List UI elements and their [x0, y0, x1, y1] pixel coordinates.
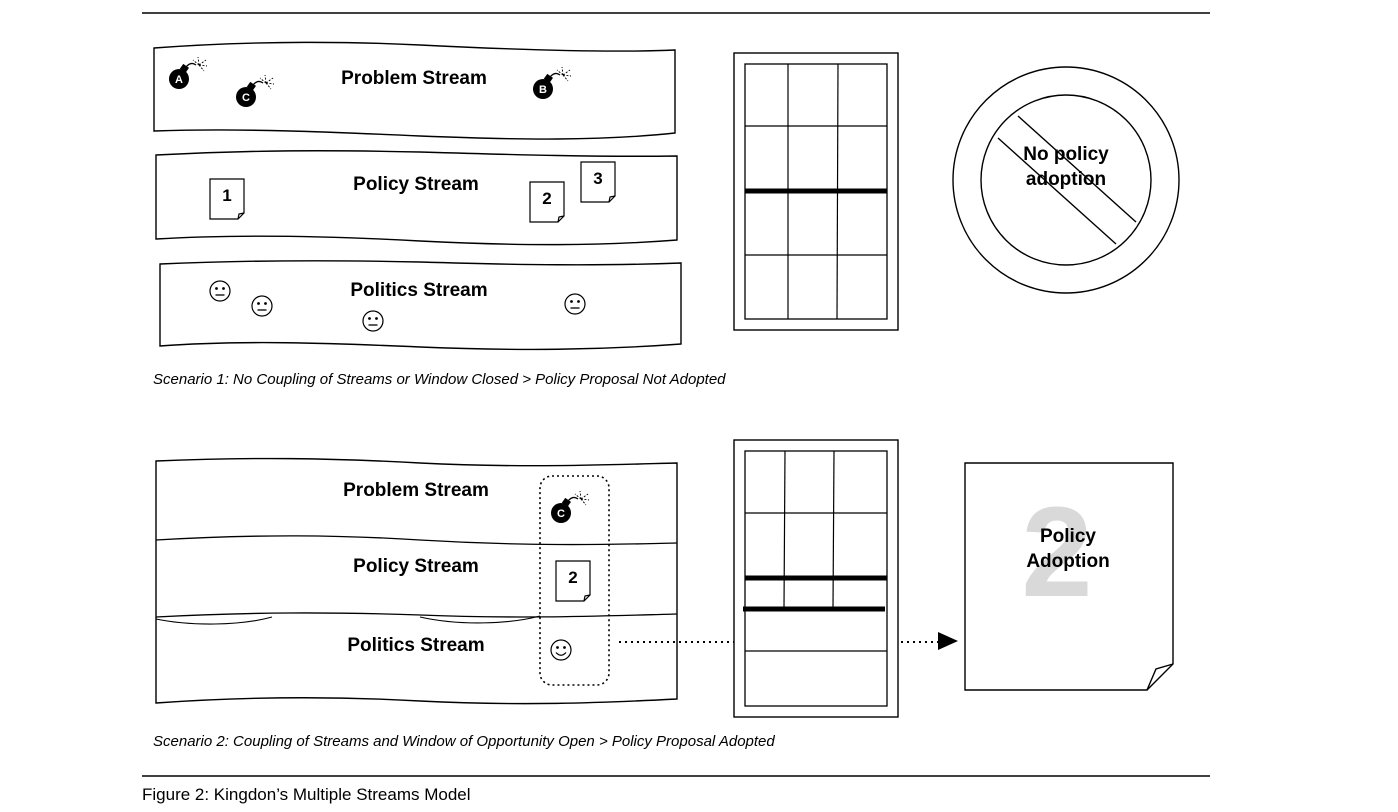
policy-stream-label: Policy Stream — [353, 556, 479, 577]
scenario-2-caption: Scenario 2: Coupling of Streams and Wind… — [153, 733, 775, 750]
document-icon: 2 — [529, 181, 565, 223]
bomb-label: A — [175, 74, 183, 86]
neutral-face-icon — [251, 295, 273, 317]
bomb-label: B — [539, 84, 547, 96]
politics-stream-label: Politics Stream — [347, 635, 484, 656]
policy-adoption-document — [964, 462, 1174, 691]
bomb-icon: A — [168, 56, 208, 90]
document-number: 2 — [568, 568, 577, 587]
scenario-2: Problem Stream Policy Stream Politics St… — [153, 439, 1174, 750]
neutral-face-icon — [564, 293, 586, 315]
stream-divider — [155, 615, 541, 625]
no-policy-label: No policy — [1023, 144, 1109, 165]
document-icon: 1 — [209, 178, 245, 220]
bomb-icon: C — [235, 74, 275, 108]
document-watermark: 2 — [1021, 481, 1092, 624]
policy-stream-label: Policy Stream — [353, 174, 479, 195]
closed-window — [733, 52, 899, 331]
coupling-bracket — [539, 475, 610, 686]
document-icon: 2 — [555, 560, 591, 602]
figure-title: Figure 2: Kingdon’s Multiple Streams Mod… — [142, 785, 471, 804]
scenario-1: Problem Stream A C B Policy Stream 1 2 3 — [153, 41, 1180, 388]
document-number: 1 — [222, 186, 231, 205]
happy-face-icon — [550, 639, 572, 661]
problem-stream-label: Problem Stream — [341, 68, 487, 89]
neutral-face-icon — [209, 280, 231, 302]
neutral-face-icon — [362, 310, 384, 332]
no-policy-label: adoption — [1026, 169, 1106, 190]
stream-divider — [155, 535, 678, 546]
coupled-streams-band — [155, 457, 678, 705]
document-number: 2 — [542, 189, 551, 208]
prohibited-sign-icon — [952, 66, 1180, 294]
document-number: 3 — [593, 169, 602, 188]
policy-adoption-label: Adoption — [1026, 551, 1109, 572]
problem-stream-label: Problem Stream — [343, 480, 489, 501]
scenario-1-caption: Scenario 1: No Coupling of Streams or Wi… — [153, 371, 726, 388]
bomb-label: C — [242, 92, 250, 104]
bomb-icon: B — [532, 66, 572, 100]
arrow-head-icon — [938, 632, 958, 650]
document-icon: 3 — [580, 161, 616, 203]
politics-stream-band — [159, 259, 682, 351]
policy-adoption-label: Policy — [1040, 526, 1096, 547]
open-window — [733, 439, 899, 718]
problem-stream-band — [153, 41, 676, 140]
politics-stream-label: Politics Stream — [350, 280, 487, 301]
stream-divider — [155, 612, 678, 618]
bomb-label: C — [557, 508, 565, 520]
bomb-icon: C — [550, 490, 590, 524]
